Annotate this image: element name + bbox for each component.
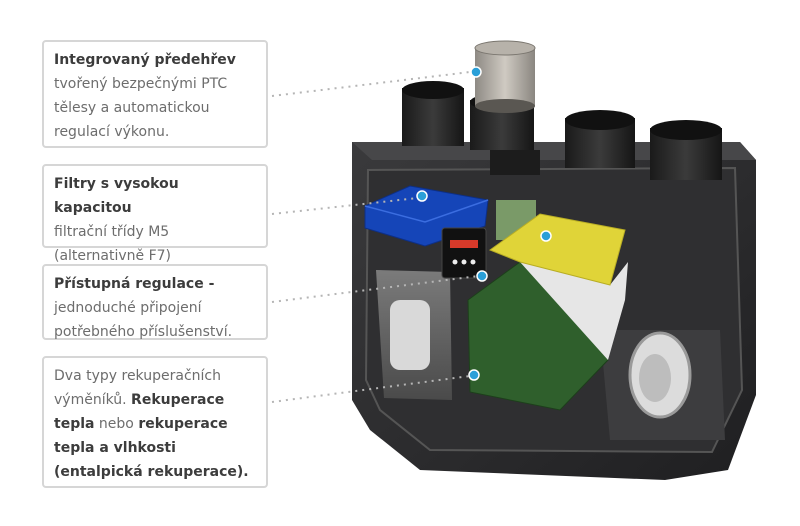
- heat-exchanger: [467, 213, 628, 411]
- callout-title: Filtry s vysokou kapacitou: [54, 176, 179, 216]
- leader-lines: [271, 71, 479, 403]
- callout-text: Dva typy rekuperačních výměníků.: [54, 368, 221, 408]
- callout-text: filtrační třídy M5 (alternativně F7): [54, 224, 172, 264]
- callout-text: nebo: [98, 416, 134, 432]
- callout-bold: Rekuperace tepla: [54, 392, 225, 432]
- marker-filter: [416, 190, 428, 202]
- callout-regulation: Přístupná regulace - jednoduché připojen…: [42, 264, 268, 340]
- callout-title: Přístupná regulace -: [54, 276, 215, 292]
- callout-text: tvořený bezpečnými PTC tělesy a automati…: [54, 76, 228, 140]
- marker-exchanger: [468, 369, 480, 381]
- callout-exchangers: Dva typy rekuperačních výměníků. Rekuper…: [42, 356, 268, 488]
- marker-preheater: [470, 66, 482, 78]
- callout-filters: Filtry s vysokou kapacitou filtrační tří…: [42, 164, 268, 264]
- callout-text: jednoduché připojení potřebného přísluše…: [54, 300, 233, 340]
- marker-exchanger-top: [540, 230, 552, 242]
- preheater-cylinder: [474, 40, 536, 113]
- callout-title: Integrovaný předehřev: [54, 52, 236, 68]
- callout-preheater: Integrovaný předehřev tvořený bezpečnými…: [42, 40, 268, 148]
- marker-control: [476, 270, 488, 282]
- callout-bold: rekuperace tepla a vlhkosti (entalpická …: [54, 416, 249, 480]
- callout-markers: [416, 66, 552, 381]
